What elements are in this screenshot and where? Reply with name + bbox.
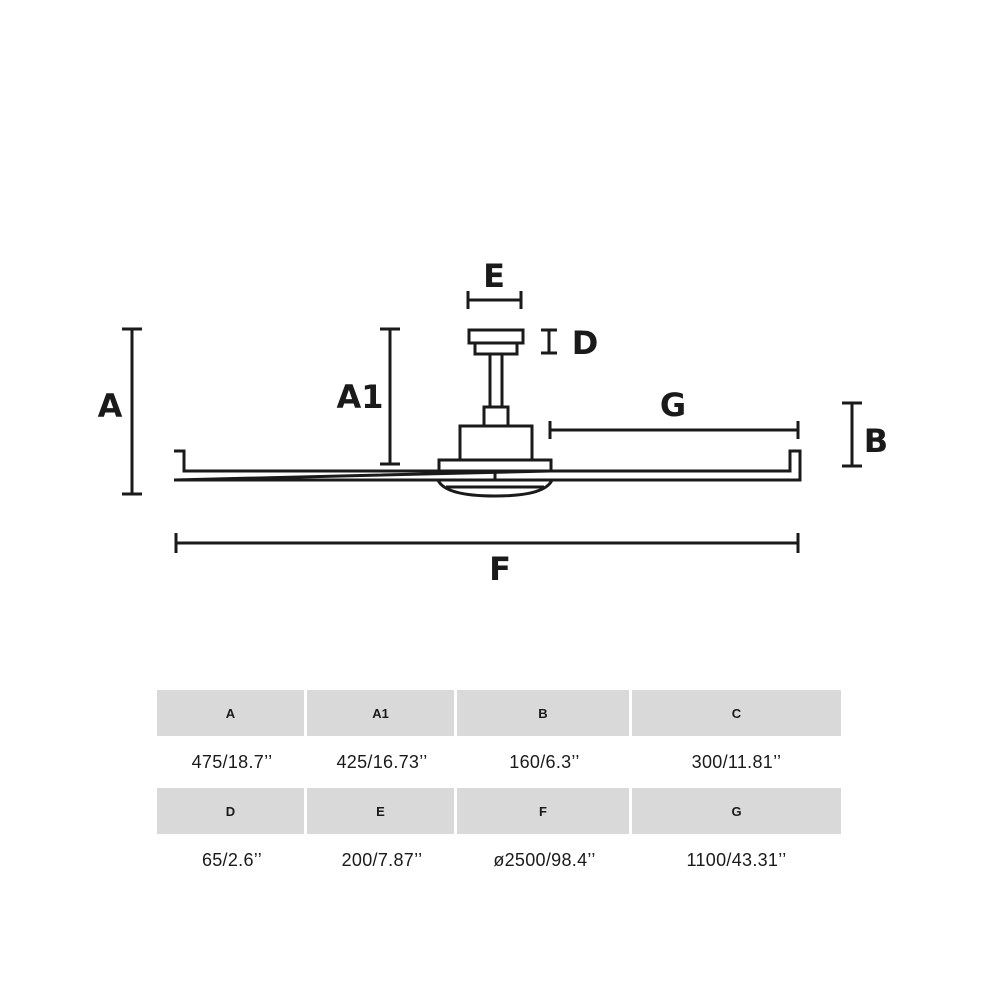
table-value-cell: 475/18.7’’ [191, 751, 273, 772]
label-f: F [489, 550, 511, 588]
rod-coupler [482, 405, 510, 428]
table-value-cell: 65/2.6’’ [201, 849, 263, 870]
table-header-cell: A [157, 690, 307, 736]
table-value-row: 475/18.7’’ 425/16.73’’ 160/6.3’’ 300/11.… [157, 736, 841, 788]
table-header-row: A A1 B C [157, 690, 841, 736]
table-header-row: D E F G [157, 788, 841, 834]
dimensions-table: A A1 B C 475/18.7’’ 425/16.73’’ 160/6.3’… [157, 690, 841, 886]
canopy-cap [467, 328, 525, 345]
ceiling-fan-dimension-diagram: A A1 E D G B F [98, 257, 889, 588]
label-g: G [660, 386, 686, 424]
table-header-cell: C [632, 690, 841, 736]
dimension-a [122, 327, 142, 496]
label-a1: A1 [336, 378, 383, 416]
dimension-g [548, 421, 800, 439]
table-value-cell: 160/6.3’’ [509, 751, 580, 772]
motor-plate [437, 458, 553, 473]
table-header-cell: B [457, 690, 632, 736]
label-d: D [572, 324, 599, 362]
dimension-a1 [380, 327, 400, 466]
dimension-e [466, 291, 523, 309]
dimension-b [842, 401, 862, 468]
label-e: E [483, 257, 505, 295]
table-value-cell: 425/16.73’’ [336, 751, 428, 772]
table-value-row: 65/2.6’’ 200/7.87’’ ø2500/98.4’’ 1100/43… [157, 834, 841, 886]
table-header-cell: A1 [307, 690, 457, 736]
blade-shape [173, 449, 802, 482]
motor-housing [458, 424, 534, 462]
canopy-base [473, 341, 519, 356]
table-value-cell: 200/7.87’’ [341, 849, 423, 870]
table-value-cell: 1100/43.31’’ [686, 849, 787, 870]
table-header-cell: F [457, 788, 632, 834]
label-b: B [864, 422, 888, 460]
table-value-cell: 300/11.81’’ [691, 751, 782, 772]
table-header-cell: G [632, 788, 841, 834]
dimension-d [541, 328, 557, 355]
table-header-cell: D [157, 788, 307, 834]
table-header-cell: E [307, 788, 457, 834]
fan-outline [173, 328, 802, 498]
dimension-f [174, 533, 800, 553]
label-a: A [98, 387, 123, 425]
table-value-cell: ø2500/98.4’’ [493, 849, 596, 870]
